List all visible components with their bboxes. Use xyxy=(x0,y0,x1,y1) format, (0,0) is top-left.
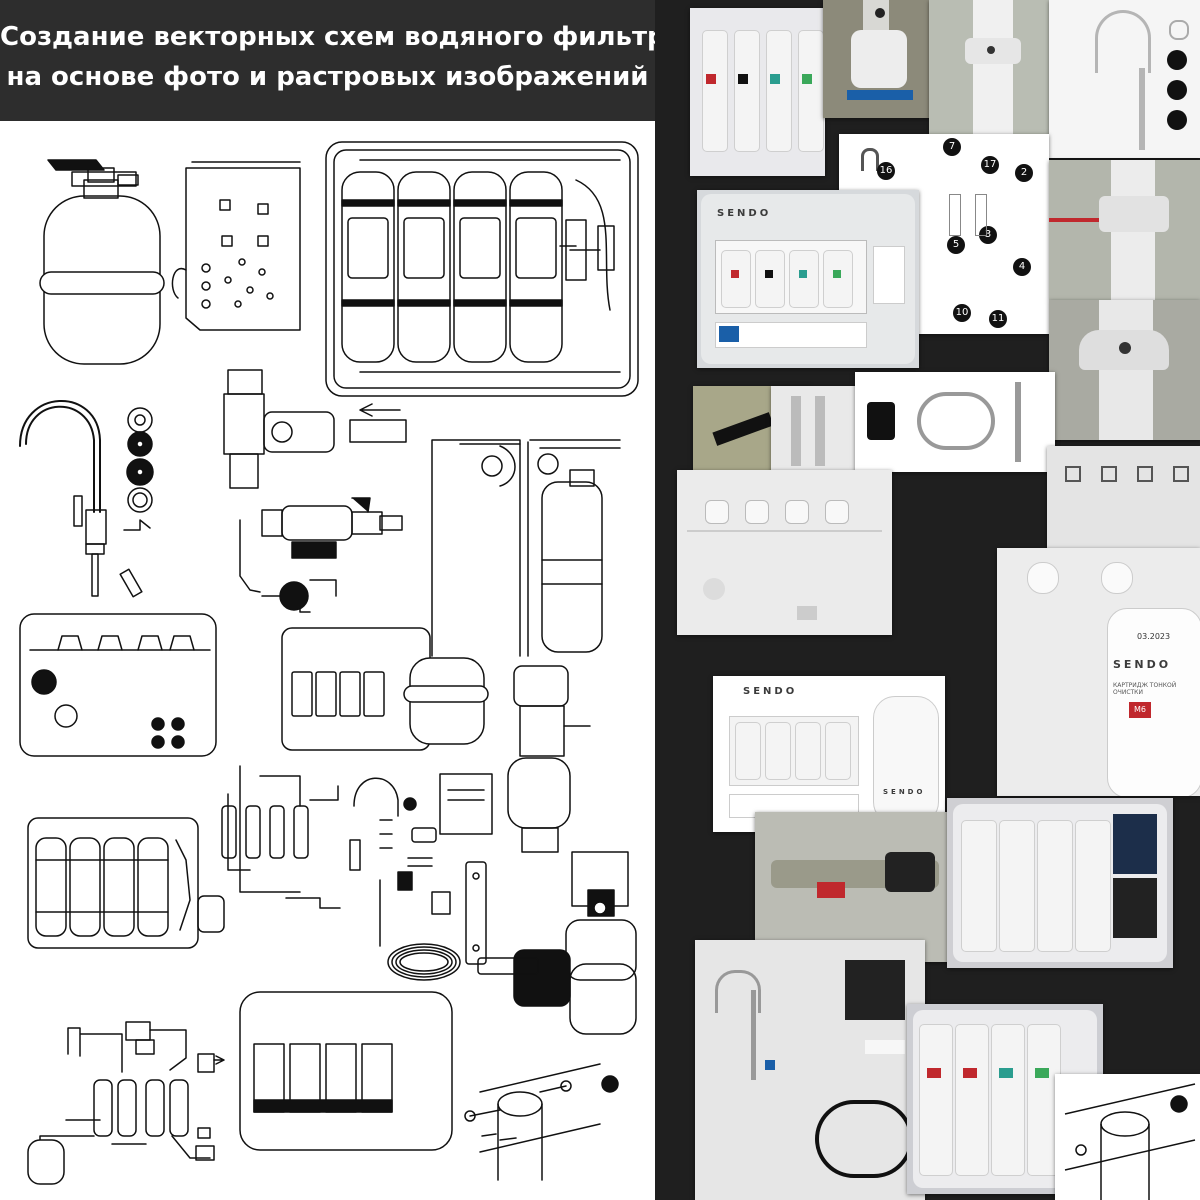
system-schematic-bottom xyxy=(27,1021,225,1185)
vector-diagram-panel: Создание векторных схем водяного фильтра… xyxy=(0,0,684,1185)
front-panel-bottom-drawing xyxy=(239,991,453,1151)
photo-clamp-drawing xyxy=(1055,1074,1200,1200)
part-number-label: 3 xyxy=(979,226,997,244)
photo-collage-panel: 16 7 17 2 3 5 4 10 11 SENDO xyxy=(655,0,1200,1200)
photo-front-panel: SENDO xyxy=(697,190,919,368)
filter-panel-schematic xyxy=(27,817,225,949)
faucet-drawing xyxy=(19,400,107,597)
panel-back-drawing xyxy=(171,161,301,331)
part-number-label: 2 xyxy=(1015,164,1033,182)
clamp-sketch xyxy=(1064,1083,1196,1200)
photo-valve-head xyxy=(677,470,892,635)
cartridge-code-label: M6 xyxy=(1129,702,1151,718)
part-number-label: 7 xyxy=(943,138,961,156)
photo-open-unit-pump xyxy=(947,798,1173,968)
photo-unit-side xyxy=(771,386,861,476)
washers-drawing xyxy=(119,407,154,598)
part-number-label: 10 xyxy=(953,304,971,322)
tee-fitting-drawing xyxy=(507,665,637,1035)
photo-clamp xyxy=(1049,300,1200,440)
front-panel-small-drawing xyxy=(281,627,489,751)
pipe-clamp-drawing xyxy=(464,1063,619,1181)
photo-brass-valve xyxy=(755,812,955,962)
part-number-label: 17 xyxy=(981,156,999,174)
photo-faucet-parts xyxy=(1049,0,1200,158)
title-banner: Создание векторных схем водяного фильтра… xyxy=(0,0,684,121)
photo-accessories xyxy=(855,372,1055,472)
tank-label: SENDO xyxy=(883,788,926,796)
part-number-label: 16 xyxy=(877,162,895,180)
tap-head-drawing xyxy=(19,613,217,757)
coiled-tube-drawing xyxy=(387,943,461,981)
photo-fitting-red-hose xyxy=(1049,160,1200,300)
title-line-1: Создание векторных схем водяного фильтра xyxy=(0,22,684,52)
brand-label: SENDO xyxy=(717,208,772,219)
pressure-tank-drawing xyxy=(39,159,165,365)
brand-label-unit: SENDO xyxy=(743,686,798,697)
photo-cartridges-top xyxy=(690,8,825,176)
ball-valve-drawing xyxy=(239,497,403,613)
unit-corner-drawing xyxy=(431,439,621,657)
part-number-label: 5 xyxy=(947,236,965,254)
filter-unit-front-drawing xyxy=(325,141,639,397)
mounting-bracket-drawing xyxy=(465,861,539,975)
title-line-2: на основе фото и растровых изображений xyxy=(6,62,649,92)
photo-panel-icons xyxy=(1047,446,1200,556)
part-number-label: 4 xyxy=(1013,258,1031,276)
photo-housing-corner: SENDO 03.2023 КАРТРИДЖ ТОНКОЙ ОЧИСТКИ M6 xyxy=(997,548,1200,796)
cartridge-date-label: 03.2023 xyxy=(1137,632,1171,641)
brand-label-cartridge: SENDO xyxy=(1113,658,1172,671)
cartridge-text-label: КАРТРИДЖ ТОНКОЙ ОЧИСТКИ xyxy=(1113,682,1177,696)
photo-fitting-white xyxy=(929,0,1049,140)
valve-adapter-drawing xyxy=(223,369,407,489)
vector-drawings xyxy=(19,141,639,1185)
part-number-label: 11 xyxy=(989,310,1007,328)
photo-fitting-blue xyxy=(823,0,931,118)
wiring-schematic-middle xyxy=(221,765,341,909)
faucet-small-drawing xyxy=(349,773,493,947)
photo-kit-accessories xyxy=(695,940,925,1200)
photo-unit-with-tank: SENDO SENDO xyxy=(713,676,945,832)
